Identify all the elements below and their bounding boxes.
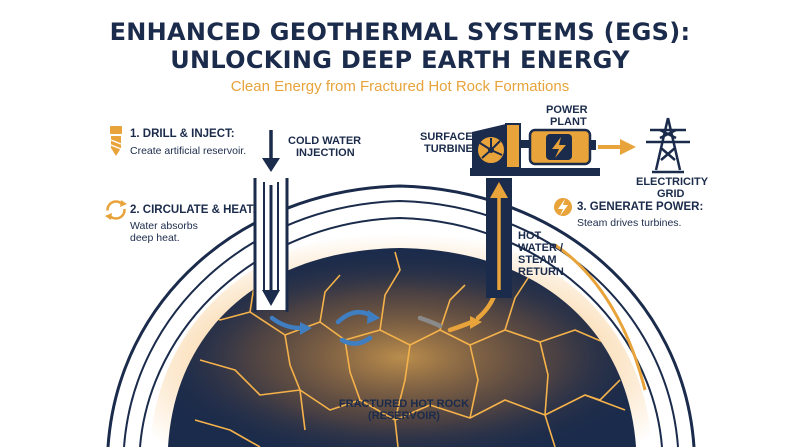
electricity-grid-label-line-1: ELECTRICITY [636, 176, 709, 188]
hot-water-label-line-4: RETURN [518, 266, 564, 278]
hot-water-label-line-1: HOT [518, 230, 542, 242]
transmission-tower-icon [646, 117, 690, 174]
title-line-1: ENHANCED GEOTHERMAL SYSTEMS (EGS): [109, 18, 691, 46]
step-3-desc: Steam drives turbines. [577, 217, 682, 229]
step-2-title: 2. CIRCULATE & HEAT: [130, 204, 257, 216]
generator-icon [520, 128, 596, 166]
step-1-title: 1. DRILL & INJECT: [130, 128, 235, 140]
reservoir-label-line-2: (RESERVOIR) [368, 410, 440, 422]
power-plant-label-line-2: PLANT [550, 116, 587, 128]
reservoir-label-line-1: FRACTURED HOT ROCK [338, 398, 470, 410]
arrow-head-blue-2 [367, 310, 380, 324]
subtitle: Clean Energy from Fractured Hot Rock For… [230, 78, 570, 95]
arrow-head-blue-1 [300, 322, 312, 335]
cold-water-label-line-1: COLD WATER [288, 135, 362, 147]
injection-well [253, 178, 289, 312]
earth-layer-orange [554, 243, 647, 391]
earth-layer-outer [106, 184, 696, 447]
surface-turbine-label-line-1: SURFACE [420, 131, 473, 143]
earth-layer-3 [139, 216, 663, 447]
hot-water-label-line-2: WATER / [518, 242, 564, 254]
turbine-icon [472, 123, 521, 169]
production-well [486, 178, 512, 298]
title-line-2: UNLOCKING DEEP EARTH ENERGY [170, 46, 630, 74]
electricity-grid-label-line-2: GRID [657, 188, 685, 200]
hot-water-label-line-3: STEAM [518, 254, 557, 266]
step-1-desc: Create artificial reservoir. [130, 145, 247, 157]
surface-platform [470, 168, 600, 176]
step-3-title: 3. GENERATE POWER: [577, 201, 704, 213]
drill-bit-icon [110, 126, 122, 156]
cold-water-label-line-2: INJECTION [296, 147, 355, 159]
power-out-arrow-head [620, 139, 636, 155]
arrow-head-orange [470, 316, 482, 329]
power-plant-label-line-1: POWER [546, 104, 588, 116]
step-2-desc-line-1: Water absorbs [130, 220, 198, 232]
cold-water-arrow-head [262, 158, 280, 172]
circulate-arrows-icon [105, 200, 127, 220]
earth-layer-2 [123, 199, 679, 447]
lightning-icon [554, 198, 572, 216]
surface-turbine-label-line-2: TURBINE [424, 143, 473, 155]
step-2-desc-line-2: deep heat. [130, 232, 180, 244]
